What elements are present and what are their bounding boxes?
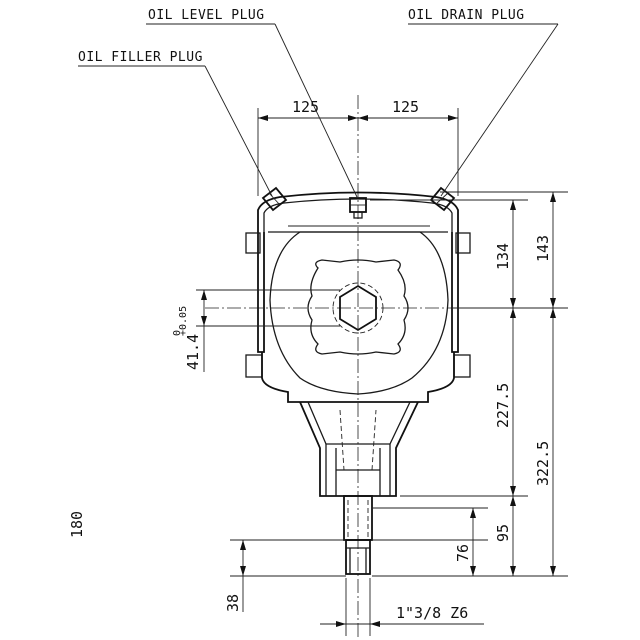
bore-dimension <box>196 289 340 372</box>
side-mark: 180 <box>68 511 86 538</box>
dim-322-5: 322.5 <box>534 441 552 486</box>
gearbox-neck <box>299 401 419 497</box>
dim-143: 143 <box>534 235 552 262</box>
dim-227-5: 227.5 <box>494 383 512 428</box>
oil-drain-plug <box>429 186 456 212</box>
dim-tol-lower: 0 <box>172 330 183 336</box>
dim-95: 95 <box>494 524 512 542</box>
housing <box>245 191 471 403</box>
output-shaft <box>343 495 373 575</box>
dim-spline: 1"3/8 Z6 <box>396 604 468 622</box>
dim-76: 76 <box>454 544 472 562</box>
spline-dimension <box>320 578 484 636</box>
dim-width-left: 125 <box>292 98 319 116</box>
height-dimensions <box>370 191 568 577</box>
oil-level-plug-label: OIL LEVEL PLUG <box>148 8 265 23</box>
width-dimension <box>257 108 459 196</box>
shaft-38-dimension <box>230 539 346 612</box>
dim-134: 134 <box>494 243 512 270</box>
oil-drain-plug-label: OIL DRAIN PLUG <box>408 8 525 23</box>
oil-level-plug <box>349 197 367 219</box>
callout-leaders <box>78 23 559 198</box>
dim-38: 38 <box>224 594 242 612</box>
dim-41-4: 41.4 <box>184 334 202 370</box>
dim-tol-upper: +0.05 <box>178 306 189 336</box>
oil-filler-plug <box>261 186 288 212</box>
dim-width-right: 125 <box>392 98 419 116</box>
oil-filler-plug-label: OIL FILLER PLUG <box>78 50 203 65</box>
